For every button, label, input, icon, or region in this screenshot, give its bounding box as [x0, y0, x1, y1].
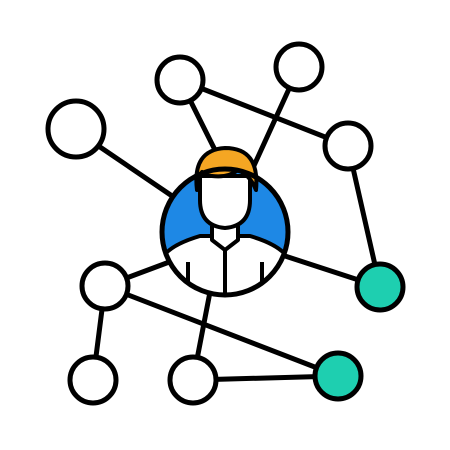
network-node — [45, 98, 107, 160]
network-node — [79, 260, 131, 312]
network-node — [154, 54, 206, 106]
network-node — [67, 354, 119, 406]
connection-line — [177, 77, 351, 149]
avatar-face — [198, 174, 252, 230]
network-node — [322, 120, 374, 172]
network-node-highlighted — [354, 261, 406, 313]
avatar — [159, 146, 291, 298]
network-node — [273, 41, 325, 93]
avatar-outline — [159, 166, 291, 298]
network-node-highlighted — [312, 350, 364, 402]
network-node — [167, 354, 219, 406]
connection-line — [102, 283, 341, 379]
nodes — [45, 41, 406, 406]
